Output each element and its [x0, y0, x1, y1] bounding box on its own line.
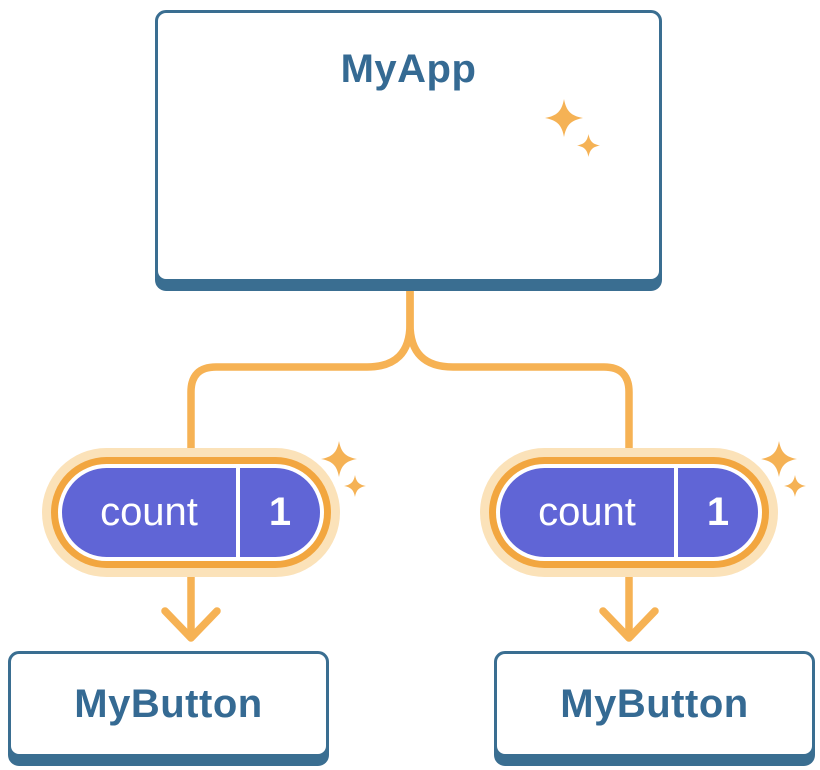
connector-branch-right	[406, 271, 633, 641]
prop-label: count	[538, 490, 636, 534]
arrowhead-icon	[599, 607, 659, 642]
prop-label: count	[100, 490, 198, 534]
sparkle-icon	[545, 99, 583, 137]
child-component-name: MyButton	[560, 681, 749, 726]
sparkle-icon	[321, 441, 357, 477]
prop-pill-ring: count 1	[51, 457, 331, 568]
prop-pill-inner-border: count 1	[58, 464, 324, 561]
sparkle-icon	[784, 475, 806, 497]
prop-value: 1	[268, 490, 292, 534]
child-component-name: MyButton	[74, 681, 263, 726]
prop-pill-inner-border: count 1	[496, 464, 762, 561]
prop-pill-right: count 1	[480, 448, 778, 577]
sparkle-icon	[577, 134, 600, 157]
prop-pill-ring: count 1	[489, 457, 769, 568]
prop-pill-body: count 1	[62, 468, 320, 557]
arrowhead-icon	[161, 607, 221, 642]
child-component-card-left: MyButton	[8, 651, 329, 757]
child-component-card-right: MyButton	[494, 651, 815, 757]
pill-divider	[674, 468, 678, 557]
root-component-card: MyApp	[155, 10, 662, 282]
connector-branch-left	[187, 271, 414, 641]
prop-pill-left: count 1	[42, 448, 340, 577]
sparkle-icon	[761, 441, 797, 477]
root-component-name: MyApp	[340, 47, 477, 91]
pill-divider	[236, 468, 240, 557]
prop-value: 1	[706, 490, 730, 534]
sparkle-icon	[344, 475, 366, 497]
prop-pill-body: count 1	[500, 468, 758, 557]
